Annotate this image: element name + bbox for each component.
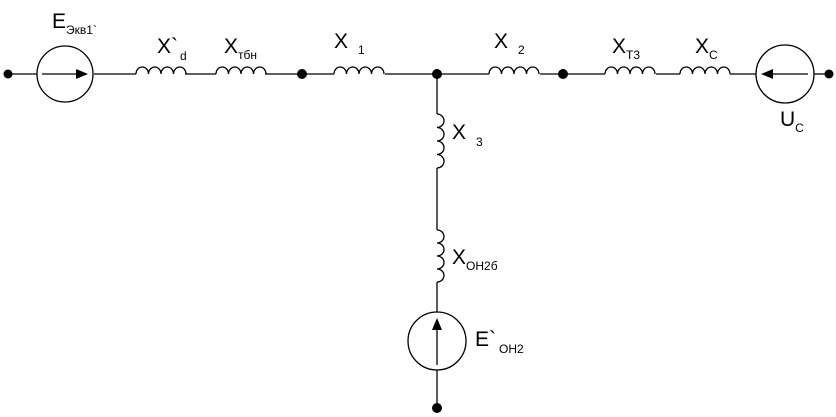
terminal-left [3, 69, 13, 79]
label-e-eq: EЭкв1` [52, 10, 97, 37]
source-e-on2 [407, 311, 467, 371]
nodes [3, 69, 834, 413]
arrow-up-icon [432, 318, 442, 330]
inductor-x1 [333, 66, 385, 75]
inductor-xtbn [215, 66, 267, 75]
label-xc: XС [695, 35, 718, 62]
inductor-x3 [436, 113, 445, 169]
label-uc: UС [780, 108, 804, 135]
source-uc [755, 44, 815, 104]
label-xd: X`d [157, 35, 187, 63]
node-1 [297, 69, 307, 79]
terminal-right [824, 69, 834, 79]
inductor-xt3 [604, 66, 656, 75]
label-xon2b: XОН2б [452, 246, 498, 273]
label-e-on2: E`ОН2 [475, 328, 524, 356]
inductor-xc [679, 66, 731, 75]
arrow-right-icon [76, 69, 88, 79]
label-xtbn: Xтбн [224, 35, 257, 62]
node-3 [558, 69, 568, 79]
inductor-xon2b [436, 229, 445, 283]
inductor-xd [135, 66, 187, 75]
label-xt3: XТ3 [612, 35, 640, 62]
terminal-bottom [432, 403, 442, 413]
source-e-eq [36, 45, 94, 103]
node-center [432, 69, 442, 79]
arrow-left-icon [761, 69, 773, 79]
inductor-x2 [488, 66, 540, 75]
